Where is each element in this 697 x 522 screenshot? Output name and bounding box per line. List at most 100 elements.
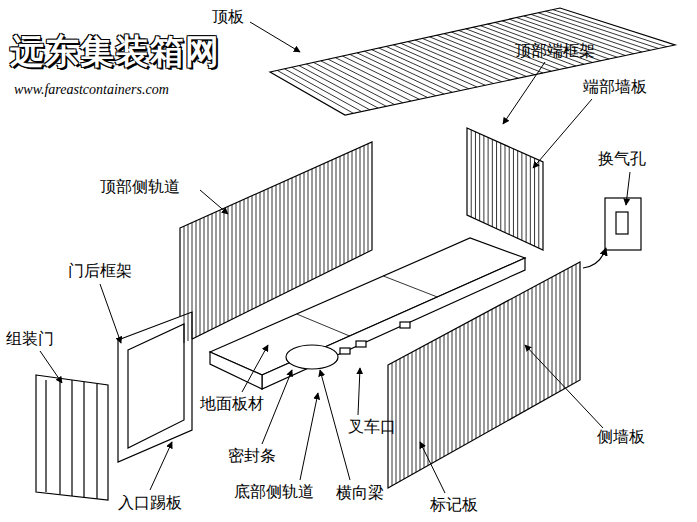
rib-line [332,160,333,270]
leader-line [242,345,268,392]
part-label: 门后框架 [68,262,132,280]
rib-line [520,294,521,414]
rib-line [236,203,237,317]
rib-line [496,141,497,228]
rib-line [492,309,493,429]
rib-line [479,134,480,221]
rib-line [192,223,193,339]
rib-line [252,196,253,310]
rib-line [372,50,461,91]
leader-line [525,345,603,428]
rib-line [416,350,417,472]
rib-line [321,61,403,103]
rib-line [526,154,527,242]
rib-line [216,212,217,327]
rib-line [444,335,445,457]
rib-line [228,207,229,322]
rib-line [460,326,461,447]
rib-line [512,298,513,418]
rib-line [472,320,473,441]
rib-line [408,42,502,82]
rib-line [248,198,249,312]
leader-line [300,393,318,480]
rib-line [521,153,522,241]
rib-line [516,296,517,416]
rib-line [504,303,505,423]
rib-line [335,58,419,100]
rib-line [432,341,433,463]
rib-line [204,217,205,333]
watermark-url: www.fareastcontainers.com [14,82,169,98]
rib-line [505,145,506,233]
door-frame-opening [128,324,184,448]
rib-line [364,146,365,254]
rib-line [356,149,357,258]
rib-line [306,64,386,106]
rib-line [480,316,481,437]
rib-line [401,43,494,83]
rib-line [297,314,350,336]
rib-line [576,264,577,382]
vent-inset [605,198,641,250]
leader-line [320,370,350,480]
rib-line [386,46,477,87]
rib-line [299,66,378,108]
rib-line [304,172,305,283]
rib-line [328,162,329,272]
rib-line [296,176,297,288]
rib-line [538,160,539,248]
rib-line [328,59,411,101]
rib-line [348,153,349,262]
rib-line [464,324,465,445]
leader-line [533,99,592,168]
rib-line [536,286,537,405]
rib-line [448,333,449,454]
vent-hole [616,212,628,234]
rib-line [379,48,469,89]
door-split [71,380,72,496]
rib-line [420,348,421,470]
rib-line [468,322,469,443]
rib-line [564,271,565,389]
rib-line [184,226,185,343]
leader-line [100,284,121,343]
right-side-wall [388,262,580,488]
rib-line [264,190,265,303]
rib-line [509,147,510,235]
forklift-slot [400,322,410,328]
leader-line [262,370,292,444]
rib-line [517,151,518,239]
rib-line [568,268,569,386]
lock-bar [83,382,84,497]
rib-line [292,178,293,290]
rib-line [524,292,525,411]
leader-line [150,442,172,490]
rib-line [428,344,429,466]
rib-line [200,219,201,335]
rib-line [188,224,189,341]
leader-line [40,351,62,383]
vent-arrow [583,248,606,268]
rib-line [232,205,233,320]
rib-line [560,273,561,392]
lock-bar [59,381,60,494]
rib-line [344,155,345,264]
rib-line [408,354,409,476]
rib-line [508,301,509,421]
rib-line [340,156,341,266]
rib-line [483,136,484,223]
rib-line [456,329,457,450]
rib-line [383,276,437,297]
floor-cutout [286,345,338,369]
rib-line [292,67,370,110]
rib-line [412,352,413,474]
corrugations [184,10,667,486]
rib-line [196,221,197,337]
rib-line [548,279,549,398]
rib-line [440,337,441,459]
part-label: 地面板材 [200,395,264,413]
part-label: 入口踢板 [118,494,182,512]
part-label: 密封条 [228,447,276,465]
rib-line [492,139,493,226]
